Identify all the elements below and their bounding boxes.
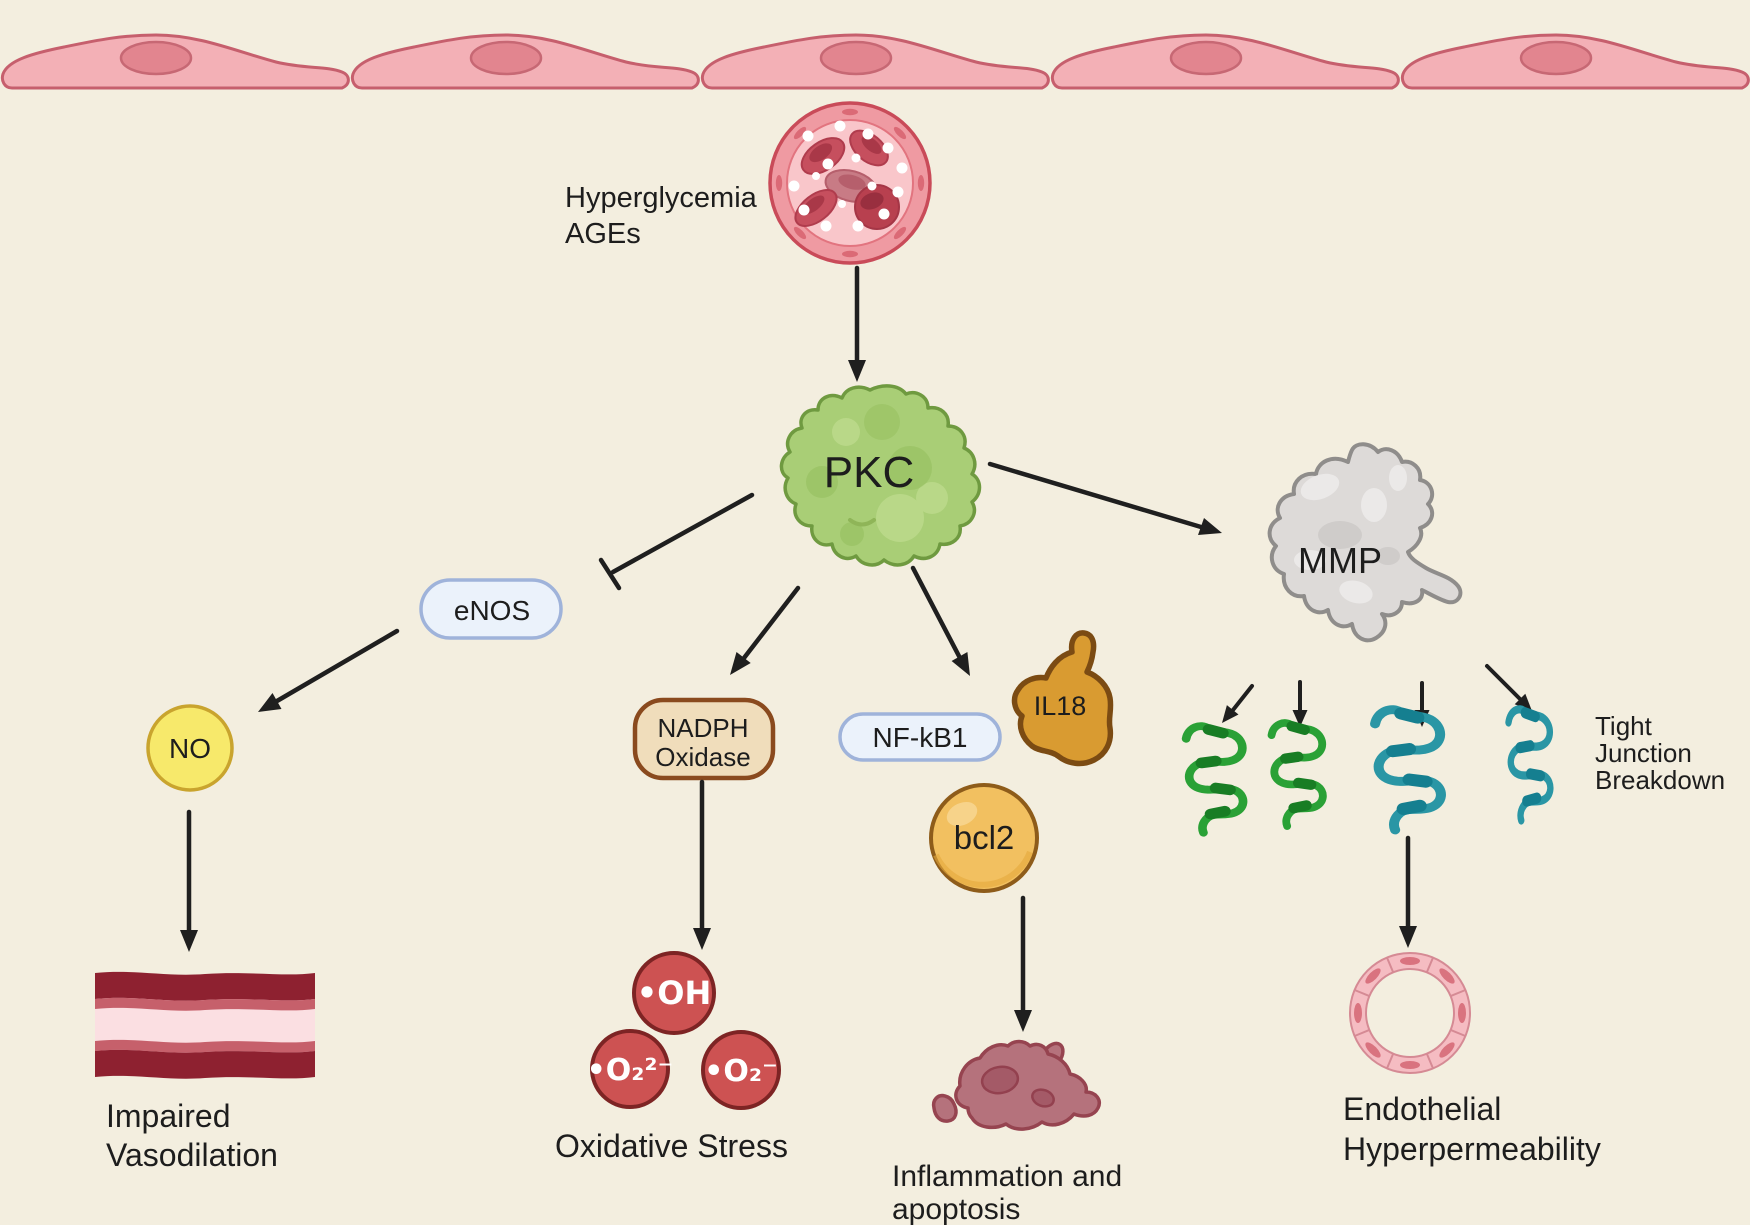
- enos-pill: [419, 578, 563, 640]
- superoxide-label: •O₂⁻: [704, 1054, 778, 1089]
- bcl2-node: bcl2: [929, 783, 1039, 893]
- hyperpermeability-label-line1: Endothelial: [1343, 1091, 1501, 1127]
- peroxide-label: •O₂²⁻: [587, 1053, 674, 1088]
- tight-junction-label-line3: Breakdown: [1595, 765, 1725, 795]
- arrow-enos-to-no: [258, 628, 400, 712]
- tight-junction-label: Tight Junction Breakdown: [1595, 711, 1725, 795]
- hyperglycemia-label-line1: Hyperglycemia: [565, 182, 758, 214]
- arrow-nadph-to-ros: [693, 779, 711, 950]
- arrow-pkc-to-nadph: [730, 585, 801, 675]
- nfkb1-pill: [838, 712, 1002, 762]
- mmp-node: MMP: [1267, 442, 1463, 643]
- tight-junction-protein-green-2: [1271, 723, 1323, 827]
- tight-junction-protein-teal-2: [1508, 709, 1551, 821]
- ring-cell-nuclei: [1354, 957, 1466, 1069]
- arrow-pkc-to-mmp: [987, 461, 1222, 535]
- inhibit-pkc-to-enos: [598, 492, 755, 591]
- arrow-pkc-to-nfkb1: [910, 565, 970, 676]
- hyperpermeability-label: Endothelial Hyperpermeability: [1343, 1091, 1601, 1167]
- glucose-particles: [788, 120, 908, 232]
- vessel-wall-nuclei: [775, 108, 925, 258]
- no-label: NO: [169, 733, 211, 764]
- hyperpermeability-label-line2: Hyperpermeability: [1343, 1131, 1601, 1167]
- il18-node: IL18: [1011, 630, 1114, 767]
- nadph-label-line2: Oxidase: [655, 742, 750, 772]
- hydroxyl-circle: [632, 951, 716, 1035]
- il18-label: IL18: [1034, 691, 1087, 721]
- endothelial-monolayer: [0, 33, 1750, 90]
- arrow-mmp-to-tj2: [1292, 680, 1308, 727]
- inflammation-label-line1: Inflammation and: [892, 1160, 1122, 1193]
- nadph-box: [632, 697, 776, 781]
- no-node: NO: [146, 704, 234, 792]
- inflammation-label: Inflammation and apoptosis: [892, 1160, 1122, 1225]
- arrow-tj-to-ring: [1399, 835, 1417, 948]
- pkc-label: PKC: [824, 448, 914, 497]
- nfkb1-label: NF-kB1: [873, 722, 968, 753]
- impaired-label-line1: Impaired: [106, 1098, 231, 1134]
- superoxide-circle: [701, 1030, 781, 1110]
- impaired-vasodilation-label: Impaired Vasodilation: [106, 1098, 278, 1173]
- no-circle: [146, 704, 234, 792]
- enos-node: eNOS: [419, 578, 563, 640]
- hyperglycemia-label: Hyperglycemia AGEs: [565, 182, 758, 250]
- hyperglycemia-label-line2: AGEs: [565, 218, 641, 250]
- pkc-blob: [779, 384, 982, 567]
- ring-cell-junctions: [1354, 957, 1466, 1069]
- nadph-oxidase-node: NADPH Oxidase: [632, 697, 776, 781]
- ros-radicals: •OH •O₂²⁻ •O₂⁻: [587, 951, 781, 1110]
- arrow-no-to-vessel: [180, 809, 198, 952]
- endothelial-ring: [1349, 952, 1471, 1074]
- arrow-stimulus-to-pkc: [848, 265, 866, 382]
- pkc-node: PKC: [779, 384, 982, 567]
- inflammation-label-line2: apoptosis: [892, 1193, 1020, 1225]
- tight-junction-label-line1: Tight: [1595, 711, 1653, 741]
- impaired-label-line2: Vasodilation: [106, 1137, 278, 1173]
- arrow-bcl2-to-inflammation: [1014, 895, 1032, 1032]
- bcl2-label: bcl2: [954, 819, 1015, 856]
- tight-junction-protein-teal-1: [1375, 709, 1441, 830]
- inflammation-blob: [931, 1039, 1101, 1131]
- peroxide-circle: [590, 1029, 670, 1109]
- blood-vessel-cross-section: [768, 101, 932, 265]
- enos-label: eNOS: [454, 595, 530, 626]
- nfkb1-node: NF-kB1: [838, 712, 1002, 762]
- arrow-mmp-to-tj1: [1222, 684, 1254, 723]
- hydroxyl-label: •OH: [637, 974, 711, 1012]
- mmp-label: MMP: [1298, 540, 1382, 581]
- tight-junction-protein-green-1: [1186, 726, 1244, 833]
- il18-blob: [1011, 630, 1114, 767]
- impaired-vessel: [95, 971, 315, 1079]
- arrow-mmp-to-tj4: [1485, 664, 1532, 711]
- oxidative-stress-label: Oxidative Stress: [555, 1128, 788, 1164]
- tight-junction-label-line2: Junction: [1595, 738, 1692, 768]
- pkc-texture: [806, 404, 948, 546]
- nadph-label-line1: NADPH: [657, 713, 748, 743]
- mmp-texture: [1294, 465, 1407, 604]
